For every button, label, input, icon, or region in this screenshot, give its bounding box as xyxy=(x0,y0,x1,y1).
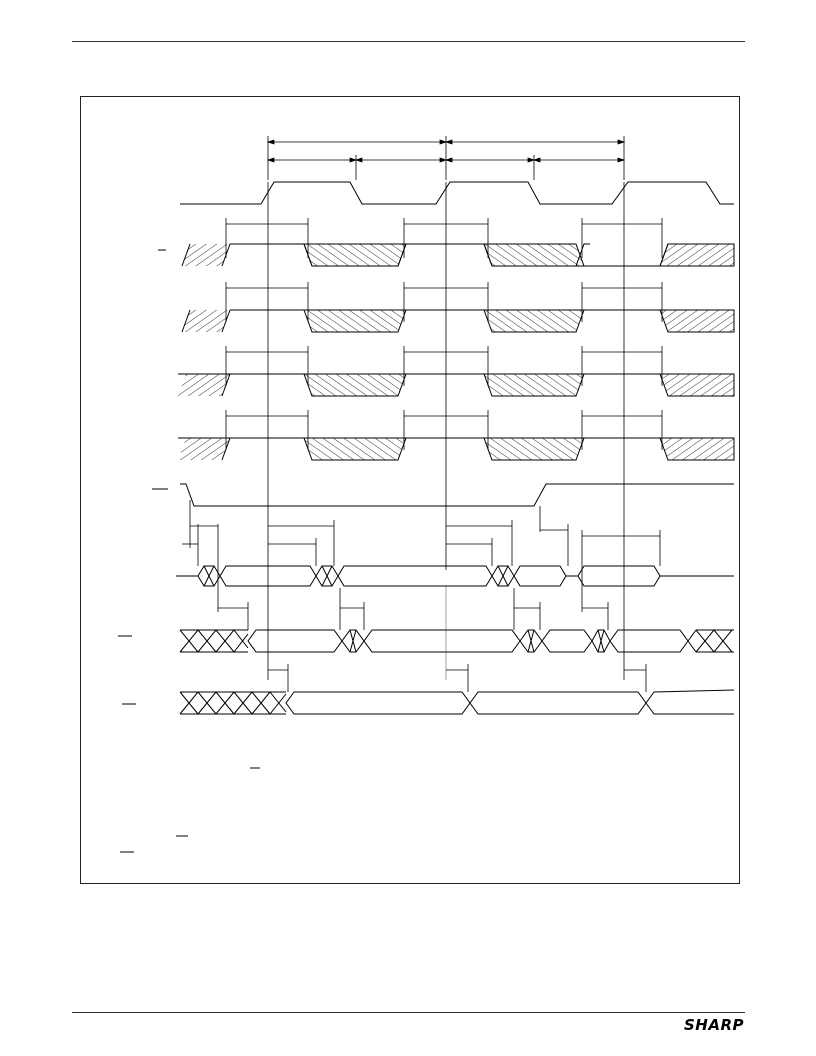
brand-logo: SHARP xyxy=(683,1016,744,1034)
header-rule xyxy=(72,41,745,42)
clock-period-dimensions xyxy=(266,136,626,180)
data-bus-row xyxy=(176,565,734,587)
signal-row-4 xyxy=(178,437,735,461)
output-row xyxy=(179,689,735,715)
signal-row-3 xyxy=(178,373,735,397)
signal-row-2 xyxy=(181,309,735,333)
reference-lines xyxy=(267,182,625,680)
overbar-marks xyxy=(118,249,260,853)
write-data-row xyxy=(179,629,734,653)
enable-signal xyxy=(180,483,734,507)
footer-rule xyxy=(72,1012,745,1013)
timing-diagram-frame xyxy=(80,96,740,884)
clock-waveform xyxy=(180,181,734,205)
setup-hold-markers xyxy=(225,218,663,450)
signal-row-1 xyxy=(181,243,735,267)
lower-timing-markers xyxy=(182,500,661,692)
